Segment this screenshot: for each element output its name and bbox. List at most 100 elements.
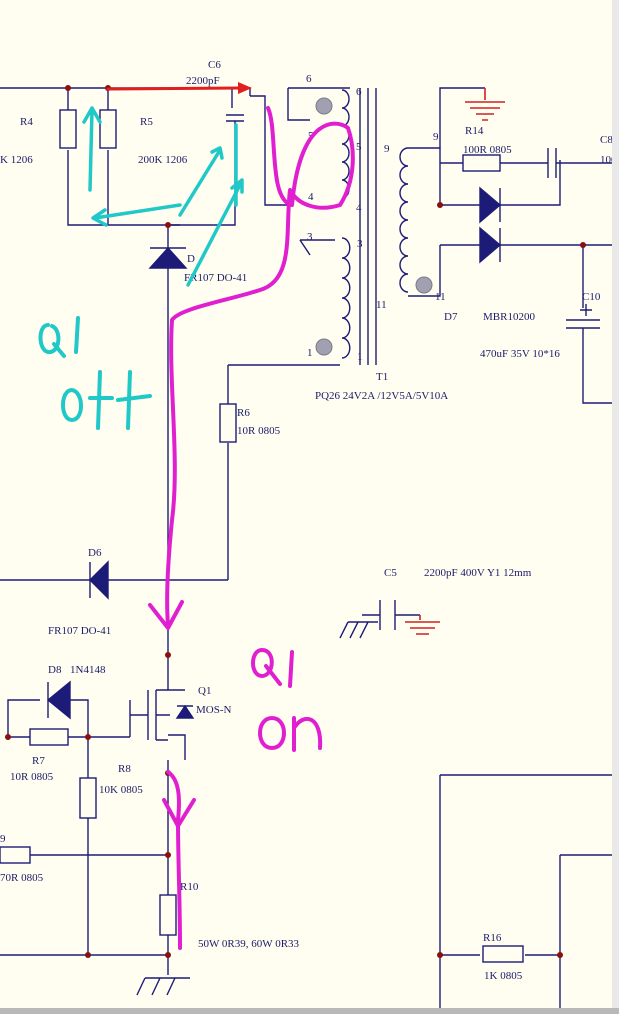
label-r4-value: K 1206 <box>0 154 33 166</box>
diode-d6 <box>89 560 109 600</box>
resistor-r5 <box>99 109 117 149</box>
label-d7-value: MBR10200 <box>483 311 535 323</box>
handwriting-off-f2 <box>116 370 152 430</box>
label-pin6-right: 6 <box>356 86 362 98</box>
resistor-r16 <box>482 945 524 963</box>
label-pin3-left: 3 <box>307 231 313 243</box>
magenta-arrow-low <box>162 798 196 828</box>
label-pin6-left: 6 <box>306 73 312 85</box>
diode-q1-body <box>175 704 195 719</box>
annotation-q1-off-line2: off <box>56 418 58 421</box>
wire-r6 <box>227 364 340 580</box>
mosfet-body <box>147 689 170 741</box>
wire-d8 <box>7 699 89 737</box>
coil-secondary <box>399 147 409 293</box>
label-c6-ref: C6 <box>208 59 221 71</box>
handwriting-on-o <box>258 716 286 750</box>
handwriting-off-f1 <box>88 370 114 430</box>
wire-d7 <box>440 160 619 246</box>
ground-bottom <box>136 955 190 996</box>
resistor-r10 <box>159 894 177 936</box>
label-r7-ref: R7 <box>32 755 45 767</box>
polarity-dot-1 <box>315 338 333 356</box>
label-r8-ref: R8 <box>118 763 131 775</box>
wire-pin3 <box>299 239 335 256</box>
cap-c8 <box>547 148 557 178</box>
label-r5-value: 200K 1206 <box>138 154 188 166</box>
handwriting-on-n <box>292 716 323 752</box>
label-c5-ref: C5 <box>384 567 397 579</box>
label-c10-value: 470uF 35V 10*16 <box>480 348 560 360</box>
label-r10-ref: R10 <box>180 881 199 893</box>
plus-sign-c10 <box>580 304 592 316</box>
label-t1-ref: T1 <box>376 371 388 383</box>
label-q1-ref: Q1 <box>198 685 211 697</box>
cyan-arrow-diagonal <box>178 146 224 217</box>
transformer-core <box>359 88 377 365</box>
label-pin11-right: 11 <box>435 291 446 303</box>
magenta-path-q1-off <box>165 106 355 627</box>
label-r4-ref: R4 <box>20 116 33 128</box>
label-c6-value: 2200pF <box>186 75 220 87</box>
label-pin9-right: 9 <box>433 131 439 143</box>
label-r10-value: 50W 0R39, 60W 0R33 <box>198 938 300 950</box>
diode-d8 <box>46 680 71 720</box>
resistor-r4 <box>59 109 77 149</box>
label-d7-ref: D7 <box>444 311 458 323</box>
wire-secondary <box>408 147 441 297</box>
red-arrow-line <box>106 86 242 91</box>
resistor-r8 <box>79 777 97 819</box>
label-r14-ref: R14 <box>465 125 484 137</box>
coil-primary-lower <box>341 237 351 359</box>
wire-c10 <box>566 245 619 404</box>
label-d8-value: 1N4148 <box>70 664 106 676</box>
annotation-q1-off-line1: Q1 <box>36 349 38 351</box>
wire-gate <box>129 700 148 737</box>
annotation-q1-on-line1: Q1 <box>252 679 254 681</box>
label-q1-value: MOS-N <box>196 704 232 716</box>
label-r9-ref: 9 <box>0 833 6 845</box>
cyan-arrow-left <box>91 203 182 227</box>
coil-primary-upper <box>341 89 350 199</box>
label-r14-value: 100R 0805 <box>463 144 512 156</box>
label-d6-ref: D6 <box>88 547 102 559</box>
window-edge-bottom <box>0 1008 619 1014</box>
wire-bottom-right <box>439 774 619 1008</box>
label-c8-ref: C8 <box>600 134 613 146</box>
label-r9-value: 70R 0805 <box>0 872 44 884</box>
polarity-dot-6 <box>315 97 333 115</box>
polarity-dot-11 <box>415 276 433 294</box>
ground-c5-red <box>405 615 440 635</box>
ground-secondary <box>465 88 505 121</box>
window-edge-right <box>612 0 619 1008</box>
label-pin5-right: 5 <box>356 141 362 153</box>
resistor-r6 <box>219 403 237 443</box>
label-r6-ref: R6 <box>237 407 250 419</box>
cyan-arrow-up <box>82 106 102 192</box>
wire-c6 <box>168 88 244 226</box>
label-r8-value: 10K 0805 <box>99 784 143 796</box>
label-pin3-right: 3 <box>357 238 363 250</box>
handwriting-q1-on-q <box>251 648 282 686</box>
diode-d7-lower <box>479 226 502 264</box>
handwriting-q1-off-q <box>38 323 66 358</box>
label-c10-ref: C10 <box>582 291 601 303</box>
label-pin1-left: 1 <box>307 347 313 359</box>
label-d8-ref: D8 <box>48 664 62 676</box>
label-pin11-left: 11 <box>376 299 387 311</box>
handwriting-q1-on-1 <box>288 650 294 688</box>
magenta-arrow-mid <box>148 600 184 630</box>
label-pin1-right: 1 <box>357 351 363 363</box>
label-d5-value: FR107 DO-41 <box>184 272 247 284</box>
diode-d7-upper <box>479 186 502 224</box>
handwriting-q1-off-1 <box>74 316 80 354</box>
cap-c5 <box>362 600 420 630</box>
label-r6-value: 10R 0805 <box>237 425 281 437</box>
label-d5-ref: D <box>187 253 195 265</box>
diode-d5 <box>148 246 188 269</box>
label-d6-value: FR107 DO-41 <box>48 625 111 637</box>
resistor-r9 <box>0 846 31 864</box>
wire-pin6 <box>287 88 310 121</box>
magenta-path-q1-on <box>166 770 182 950</box>
label-pin4-right: 4 <box>356 202 362 214</box>
